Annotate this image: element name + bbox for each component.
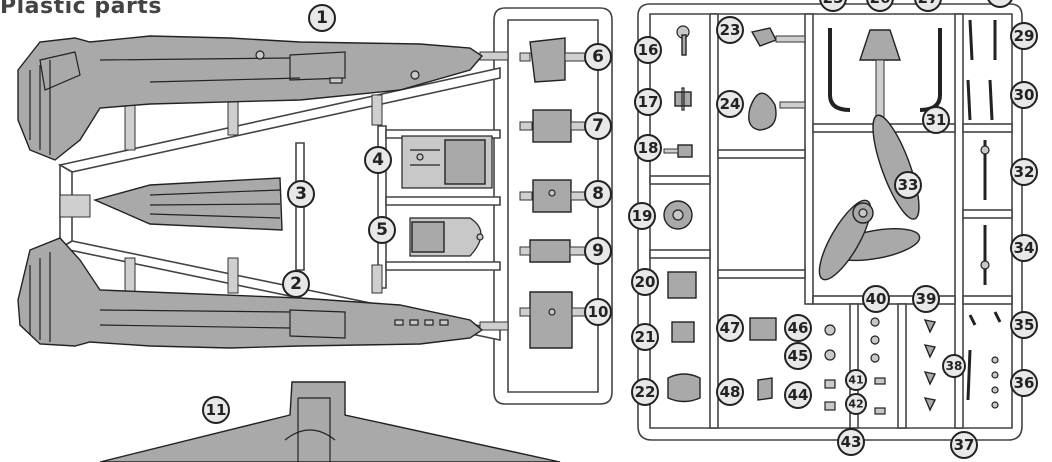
svg-text:37: 37 [954,436,975,454]
label-17: 17 [634,88,662,116]
svg-text:24: 24 [720,95,741,113]
fuselage-half-bottom [17,237,484,349]
part-4 [401,135,493,189]
svg-text:8: 8 [592,184,604,204]
label-2: 2 [282,270,310,298]
label-3: 3 [287,180,315,208]
svg-text:41: 41 [848,374,863,387]
svg-text:23: 23 [720,21,741,39]
label-19: 19 [628,202,656,230]
svg-text:36: 36 [1014,374,1035,392]
label-35: 35 [1010,311,1038,339]
svg-text:16: 16 [638,41,659,59]
svg-text:40: 40 [866,290,887,308]
label-42: 42 [845,393,867,415]
svg-text:32: 32 [1014,163,1035,181]
svg-text:20: 20 [635,273,656,291]
svg-text:18: 18 [638,139,659,157]
label-43: 43 [837,428,865,456]
label-21: 21 [631,323,659,351]
svg-text:25: 25 [823,0,844,7]
small-parts [663,19,1002,415]
label-28: 28 [987,0,1013,8]
svg-text:17: 17 [638,93,659,111]
label-6: 6 [584,43,612,71]
label-5: 5 [368,216,396,244]
svg-text:28: 28 [990,0,1011,3]
label-45: 45 [784,342,812,370]
svg-text:1: 1 [316,8,328,28]
svg-text:34: 34 [1014,239,1035,257]
label-16: 16 [634,36,662,64]
svg-text:21: 21 [635,328,656,346]
page-title: Plastic parts [0,0,162,19]
label-47: 47 [716,314,744,342]
label-44: 44 [784,381,812,409]
label-33: 33 [894,171,922,199]
label-25: 25 [819,0,847,12]
label-38: 38 [942,354,966,378]
label-4: 4 [364,146,392,174]
svg-text:4: 4 [372,150,384,170]
label-7: 7 [584,112,612,140]
label-1: 1 [308,4,336,32]
svg-text:27: 27 [918,0,939,7]
svg-text:6: 6 [592,47,604,67]
svg-text:38: 38 [946,359,963,373]
label-24: 24 [716,90,744,118]
label-40: 40 [862,285,890,313]
svg-text:33: 33 [898,176,919,194]
label-20: 20 [631,268,659,296]
label-26: 26 [866,0,894,12]
svg-text:11: 11 [206,401,227,419]
label-34: 34 [1010,234,1038,262]
fuselage-half-top [17,35,484,161]
label-41: 41 [845,369,867,391]
label-10: 10 [584,298,612,326]
part-5 [409,217,484,257]
label-32: 32 [1010,158,1038,186]
svg-text:31: 31 [926,111,947,129]
svg-text:39: 39 [916,290,937,308]
label-11: 11 [202,396,230,424]
part-11-wing [99,381,561,462]
label-22: 22 [631,378,659,406]
svg-text:7: 7 [592,116,604,136]
label-30: 30 [1010,81,1038,109]
label-27: 27 [914,0,942,12]
label-39: 39 [912,285,940,313]
svg-text:46: 46 [788,319,809,337]
svg-text:5: 5 [376,220,388,240]
svg-text:2: 2 [290,274,302,294]
svg-text:9: 9 [592,241,604,261]
part-number-labels: 1 2 3 4 5 6 7 8 9 10 11 16 17 18 19 20 2… [202,0,1038,459]
part-3-spine [92,177,283,231]
svg-text:29: 29 [1014,27,1035,45]
svg-text:43: 43 [841,433,862,451]
svg-text:19: 19 [632,207,653,225]
svg-text:10: 10 [588,303,609,321]
label-37: 37 [950,431,978,459]
svg-text:35: 35 [1014,316,1035,334]
label-23: 23 [716,16,744,44]
svg-text:44: 44 [788,386,809,404]
svg-text:26: 26 [870,0,891,7]
label-31: 31 [922,106,950,134]
label-8: 8 [584,180,612,208]
label-36: 36 [1010,369,1038,397]
svg-text:48: 48 [720,383,741,401]
svg-text:22: 22 [635,383,656,401]
label-29: 29 [1010,22,1038,50]
label-18: 18 [634,134,662,162]
label-9: 9 [584,237,612,265]
svg-text:30: 30 [1014,86,1035,104]
svg-text:45: 45 [788,347,809,365]
label-46: 46 [784,314,812,342]
svg-text:3: 3 [295,184,307,204]
label-48: 48 [716,378,744,406]
svg-text:42: 42 [848,398,863,411]
svg-text:47: 47 [720,319,741,337]
